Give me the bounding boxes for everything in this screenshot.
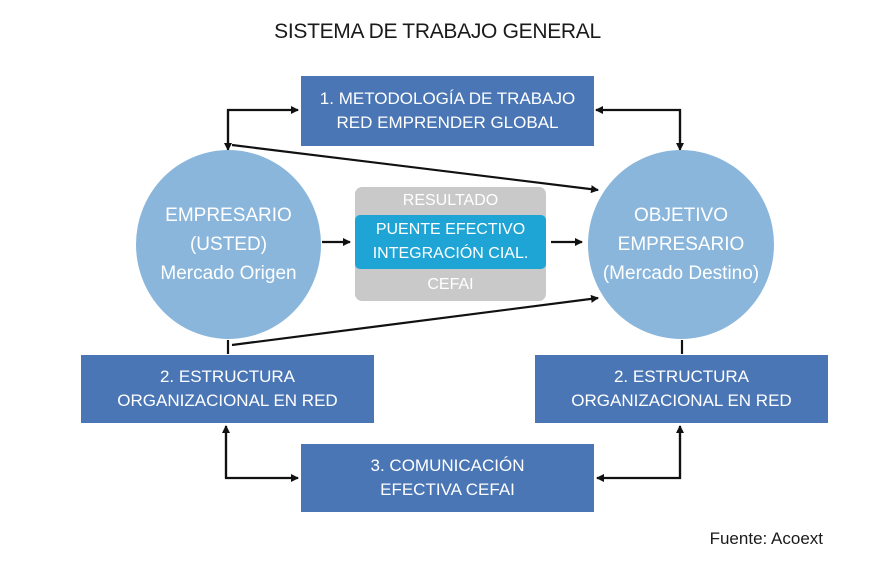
communication-box: 3. COMUNICACIÓN EFECTIVA CEFAI <box>301 444 594 512</box>
arrow-diagonal-lower <box>231 294 599 347</box>
bridge-line2: INTEGRACIÓN CIAL. <box>372 245 529 262</box>
objective-line2: EMPRESARIO <box>617 234 745 255</box>
entrepreneur-line1: EMPRESARIO <box>165 205 292 226</box>
arrow-diagonal-upper <box>231 143 599 194</box>
communication-line1: 3. COMUNICACIÓN <box>370 456 525 475</box>
methodology-line2: RED EMPRENDER GLOBAL <box>336 113 559 132</box>
entrepreneur-line3: Mercado Origen <box>160 263 297 284</box>
arrow-right-box-bottom <box>596 428 682 482</box>
right-structure-line2: ORGANIZACIONAL EN RED <box>571 391 792 410</box>
arrow-top-left <box>226 106 299 148</box>
left-structure-line2: ORGANIZACIONAL EN RED <box>117 391 338 410</box>
methodology-box: 1. METODOLOGÍA DE TRABAJO RED EMPRENDER … <box>301 76 594 146</box>
arrow-left-box-bottom <box>224 428 299 482</box>
methodology-line1: 1. METODOLOGÍA DE TRABAJO <box>319 89 576 108</box>
bridge-frame: RESULTADO PUENTE EFECTIVO INTEGRACIÓN CI… <box>355 187 546 301</box>
entrepreneur-circle: EMPRESARIO (USTED) Mercado Origen <box>136 150 321 339</box>
right-structure-box: 2. ESTRUCTURA ORGANIZACIONAL EN RED <box>535 355 828 423</box>
cefai-label: CEFAI <box>427 276 474 293</box>
arrow-top-right <box>595 106 682 148</box>
bridge-box: PUENTE EFECTIVO INTEGRACIÓN CIAL. <box>355 215 546 269</box>
bridge-line1: PUENTE EFECTIVO <box>375 221 526 238</box>
right-structure-line1: 2. ESTRUCTURA <box>613 367 750 386</box>
source-note: Fuente: Acoext <box>709 529 823 548</box>
objective-circle: OBJETIVO EMPRESARIO (Mercado Destino) <box>588 150 774 339</box>
objective-line1: OBJETIVO <box>634 205 728 226</box>
left-structure-box: 2. ESTRUCTURA ORGANIZACIONAL EN RED <box>81 355 374 423</box>
entrepreneur-line2: (USTED) <box>189 234 268 255</box>
result-label: RESULTADO <box>402 192 499 209</box>
diagram-title: SISTEMA DE TRABAJO GENERAL <box>274 20 601 43</box>
objective-line3: (Mercado Destino) <box>602 263 760 284</box>
communication-line2: EFECTIVA CEFAI <box>380 480 515 499</box>
left-structure-line1: 2. ESTRUCTURA <box>159 367 296 386</box>
